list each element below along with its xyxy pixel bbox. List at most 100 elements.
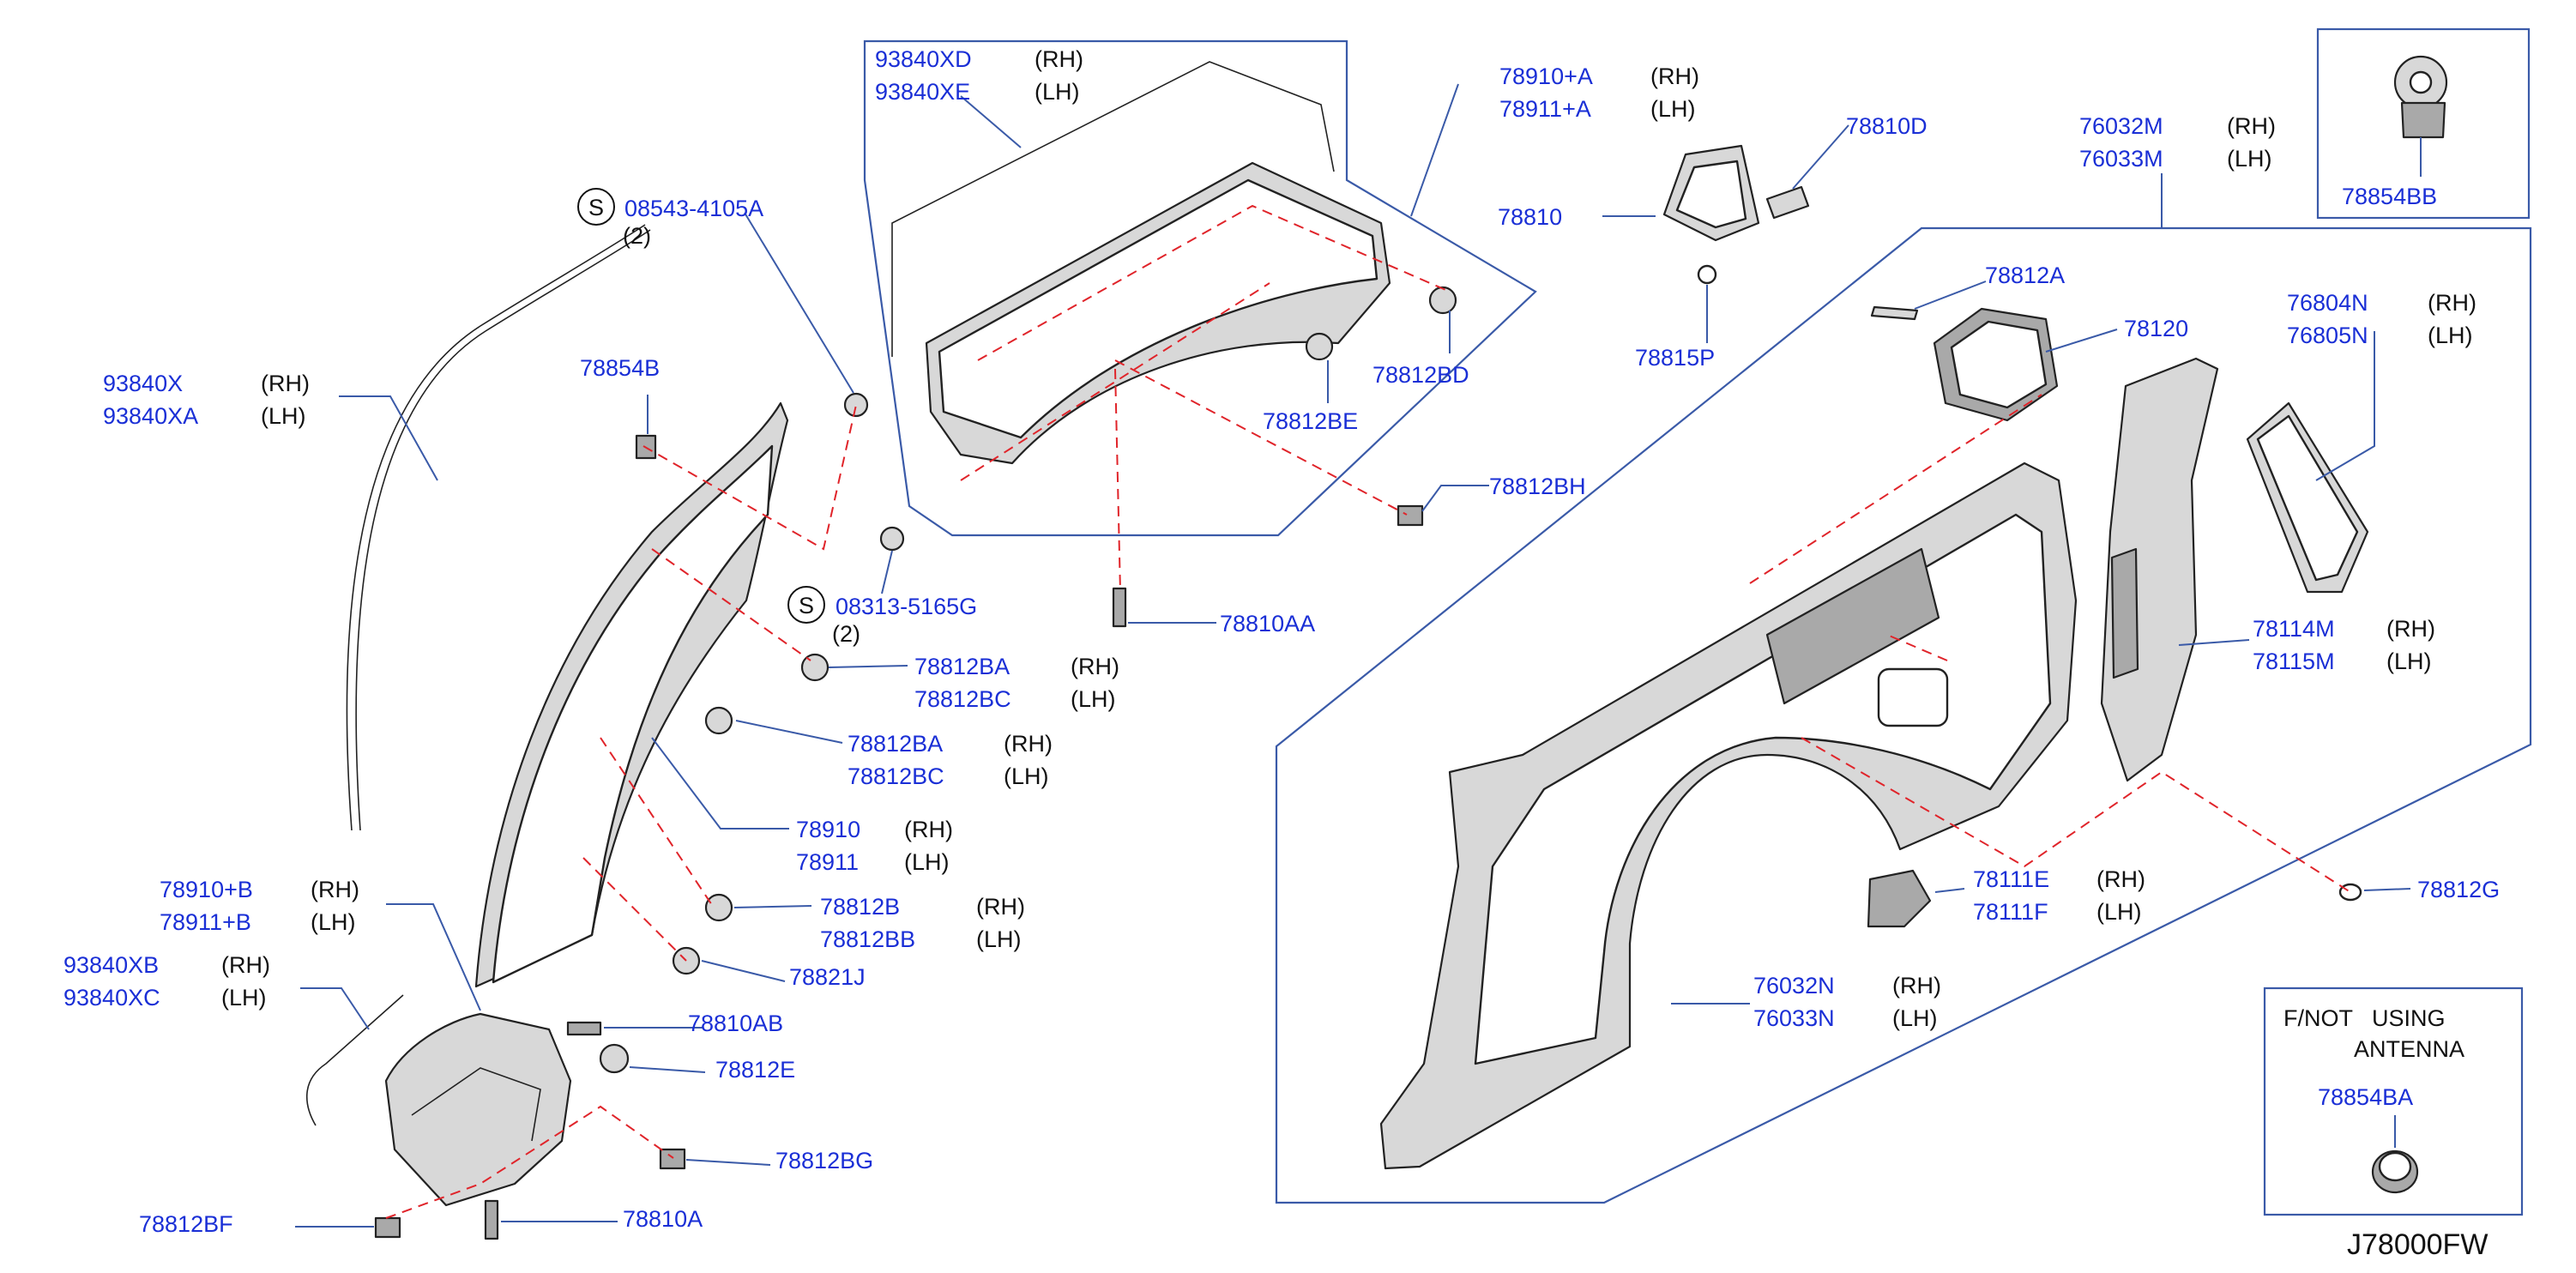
label-93840xe[interactable]: 93840XE — [875, 79, 970, 105]
label-93840xa[interactable]: 93840XA — [103, 403, 198, 429]
label-78810ab[interactable]: 78810AB — [688, 1011, 783, 1036]
clip-78812e — [599, 1043, 630, 1074]
label-78812bd[interactable]: 78812BD — [1372, 362, 1469, 388]
note-line-1: F/NOT USING — [2283, 1005, 2446, 1031]
label-78812ba-upper[interactable]: 78812BA — [914, 654, 1010, 679]
side-93840xb: (RH) — [221, 952, 270, 978]
qty-08313-5165g: (2) — [832, 621, 860, 647]
label-78812bh[interactable]: 78812BH — [1489, 474, 1586, 499]
side-marker-lamp — [1867, 869, 1932, 928]
quarter-pillar-vents — [2110, 547, 2139, 679]
label-08313-5165g[interactable]: 08313-5165G — [836, 594, 977, 619]
label-78911[interactable]: 78911 — [796, 849, 859, 875]
label-78812a[interactable]: 78812A — [1985, 262, 2065, 288]
label-78812b[interactable]: 78812B — [820, 894, 900, 920]
side-78812bb: (LH) — [976, 926, 1022, 952]
side-93840xe: (LH) — [1035, 79, 1080, 105]
side-78812ba-upper: (RH) — [1071, 654, 1119, 679]
label-93840xd[interactable]: 93840XD — [875, 46, 972, 72]
screw-78810aa — [1112, 587, 1127, 628]
weatherstrip-long — [346, 224, 646, 831]
label-78911a[interactable]: 78911+A — [1499, 96, 1591, 122]
mud-flap-seal — [306, 994, 404, 1126]
body-side-group-outline — [1275, 226, 2532, 1204]
label-78812be[interactable]: 78812BE — [1263, 408, 1358, 434]
label-78810aa[interactable]: 78810AA — [1220, 611, 1315, 636]
label-78812bf[interactable]: 78812BF — [139, 1211, 233, 1237]
label-78810d[interactable]: 78810D — [1846, 113, 1927, 139]
antenna-clip-inset-box — [2316, 27, 2531, 220]
label-78114m[interactable]: 78114M — [2253, 616, 2335, 642]
screw-08543 — [843, 392, 869, 418]
antenna-hole-plug-top — [2378, 1151, 2412, 1182]
label-78812e[interactable]: 78812E — [715, 1057, 795, 1083]
label-78910[interactable]: 78910 — [796, 817, 860, 842]
side-78111e: (RH) — [2096, 866, 2145, 892]
antenna-grommet-stem — [2400, 101, 2446, 139]
side-93840xd: (RH) — [1035, 46, 1083, 72]
clip-78812ba-upper — [800, 653, 830, 682]
label-78812bc-upper[interactable]: 78812BC — [914, 686, 1011, 712]
label-78812bb[interactable]: 78812BB — [820, 926, 915, 952]
label-78810a[interactable]: 78810A — [623, 1206, 703, 1232]
fuel-filler-pocket-face — [1950, 320, 2048, 409]
label-93840xb[interactable]: 93840XB — [63, 952, 159, 978]
side-78910b: (RH) — [311, 877, 359, 902]
label-78812g[interactable]: 78812G — [2417, 877, 2500, 902]
label-78115m[interactable]: 78115M — [2253, 649, 2335, 674]
fuel-door-opening — [1877, 667, 1949, 727]
assembly-line-body — [1749, 394, 2351, 893]
s-symbol-2-letter: S — [799, 593, 814, 618]
clip-78812b — [704, 893, 733, 922]
side-78911a: (LH) — [1650, 96, 1696, 122]
label-78854ba[interactable]: 78854BA — [2318, 1084, 2413, 1110]
assembly-line-flare-clips — [582, 404, 857, 962]
label-93840x[interactable]: 93840X — [103, 371, 183, 396]
side-78812ba-lower: (RH) — [1004, 731, 1053, 757]
antenna-clip-78815p — [1697, 264, 1717, 285]
label-76033m[interactable]: 76033M — [2079, 146, 2163, 172]
label-78812bg[interactable]: 78812BG — [775, 1148, 873, 1173]
label-78810[interactable]: 78810 — [1498, 204, 1562, 230]
clip-78812ba-lower — [704, 706, 733, 735]
label-78911b[interactable]: 78911+B — [160, 909, 251, 935]
clip-78812be — [1305, 332, 1334, 361]
label-76804n[interactable]: 76804N — [2287, 290, 2368, 316]
label-78120[interactable]: 78120 — [2124, 316, 2188, 341]
mud-flap — [384, 1012, 572, 1207]
label-78821j[interactable]: 78821J — [789, 964, 866, 990]
label-08543-4105a[interactable]: 08543-4105A — [624, 196, 763, 221]
note-line-2: ANTENNA — [2354, 1036, 2464, 1062]
label-76805n[interactable]: 76805N — [2287, 323, 2368, 348]
label-78910a[interactable]: 78910+A — [1499, 63, 1593, 89]
antenna-grommet-hole — [2409, 70, 2433, 94]
body-side-window-recess — [1765, 547, 1940, 705]
screw-78810ab — [566, 1021, 602, 1036]
label-78815p[interactable]: 78815P — [1635, 345, 1715, 371]
label-78111f[interactable]: 78111F — [1973, 899, 2048, 925]
side-78111f: (LH) — [2096, 899, 2142, 925]
side-78812bc-upper: (LH) — [1071, 686, 1116, 712]
side-78812b: (RH) — [976, 894, 1025, 920]
clip-78812bf — [374, 1216, 401, 1239]
label-78812bc-lower[interactable]: 78812BC — [848, 763, 944, 789]
label-76032m[interactable]: 76032M — [2079, 113, 2163, 139]
label-78111e[interactable]: 78111E — [1973, 866, 2049, 892]
label-76032n[interactable]: 76032N — [1753, 973, 1835, 998]
label-76033n[interactable]: 76033N — [1753, 1005, 1835, 1031]
leader-lines — [295, 83, 2422, 1228]
side-78911: (LH) — [904, 849, 950, 875]
s-symbol-1-letter: S — [588, 195, 604, 220]
label-78854b[interactable]: 78854B — [580, 355, 660, 381]
side-76805n: (LH) — [2428, 323, 2473, 348]
side-76804n: (RH) — [2428, 290, 2476, 316]
label-93840xc[interactable]: 93840XC — [63, 985, 160, 1011]
label-78812ba-lower[interactable]: 78812BA — [848, 731, 943, 757]
antenna-bolt — [1765, 185, 1810, 220]
label-78854bb[interactable]: 78854BB — [2342, 184, 2437, 209]
side-78115m: (LH) — [2386, 649, 2432, 674]
upper-trim-group-outline — [863, 39, 1537, 537]
screw-08313 — [879, 526, 905, 552]
label-78910b[interactable]: 78910+B — [160, 877, 253, 902]
no-antenna-inset-box — [2263, 986, 2524, 1216]
